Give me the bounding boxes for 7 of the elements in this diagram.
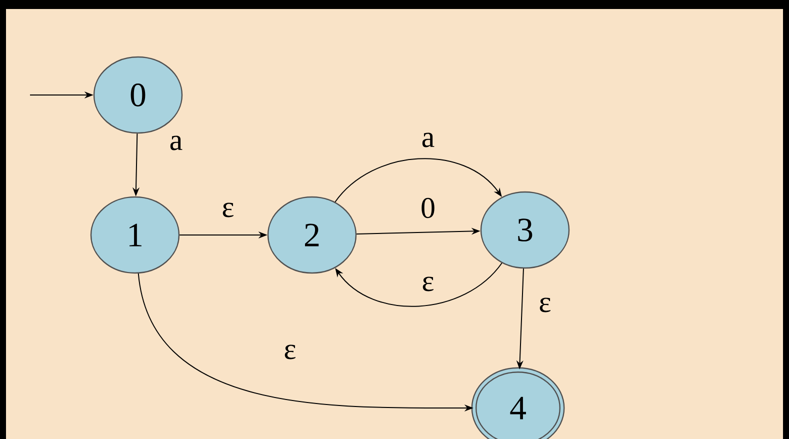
- arrow: [335, 262, 502, 307]
- edge-label: ε: [220, 202, 236, 218]
- edge-label: 0: [420, 196, 436, 220]
- edge-label: ε: [420, 276, 436, 292]
- edge-label: ε: [538, 296, 552, 314]
- edge-label: ε: [282, 344, 298, 360]
- arrow: [334, 158, 502, 202]
